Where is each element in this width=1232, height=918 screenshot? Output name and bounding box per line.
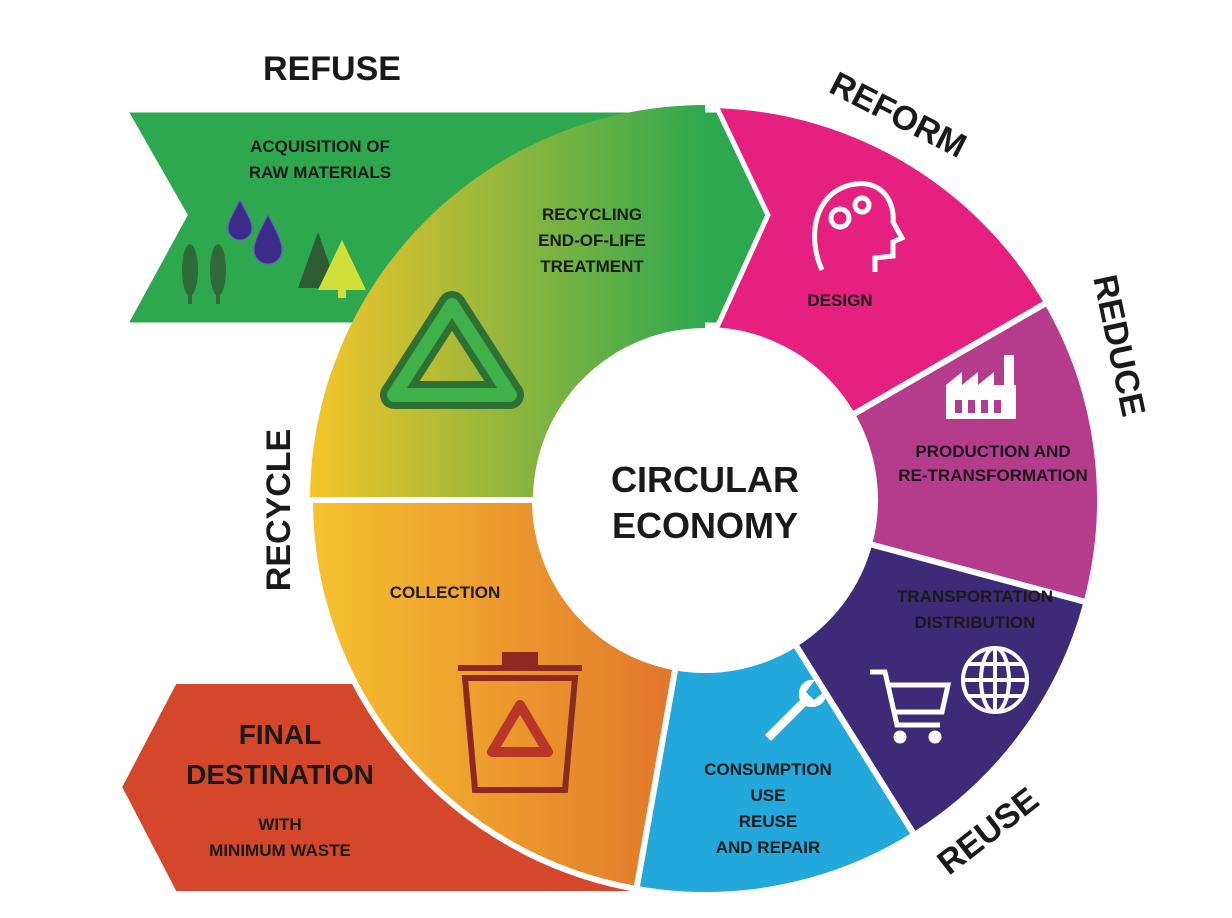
- transport-line1: TRANSPORTATION: [897, 587, 1053, 606]
- wheat-icon: [182, 244, 226, 304]
- consumption-line3: REUSE: [739, 812, 798, 831]
- production-line1: PRODUCTION AND: [915, 442, 1070, 461]
- recycle-icon: [380, 291, 524, 409]
- recycling-line1: RECYCLING: [542, 205, 642, 224]
- final-line3: WITH: [258, 815, 301, 834]
- collection-label: COLLECTION: [390, 583, 501, 602]
- water-drop-icon: [227, 198, 283, 265]
- label-reduce: REDUCE: [1085, 272, 1152, 420]
- recycle-bin-icon: [458, 652, 582, 793]
- production-line2: RE-TRANSFORMATION: [898, 466, 1088, 485]
- consumption-line2: USE: [751, 786, 786, 805]
- raw-materials-line1: ACQUISITION OF: [250, 137, 390, 156]
- globe-icon: [961, 646, 1029, 714]
- center-title-line1: CIRCULAR: [611, 459, 799, 500]
- head-gears-icon: [812, 181, 906, 272]
- final-line1: FINAL: [239, 719, 321, 750]
- label-refuse: REFUSE: [263, 50, 401, 88]
- factory-icon: [946, 355, 1016, 419]
- recycling-line3: TREATMENT: [540, 257, 644, 276]
- transport-line2: DISTRIBUTION: [915, 613, 1036, 632]
- center-circle: [533, 328, 877, 672]
- final-line4: MINIMUM WASTE: [209, 841, 351, 860]
- raw-materials-line2: RAW MATERIALS: [249, 163, 391, 182]
- wrench-icon: [765, 679, 827, 741]
- shopping-cart-icon: [870, 669, 952, 744]
- recycling-line2: END-OF-LIFE: [538, 231, 646, 250]
- tree-icon: [298, 232, 366, 298]
- consumption-line1: CONSUMPTION: [704, 760, 832, 779]
- center-title-line2: ECONOMY: [612, 505, 798, 546]
- consumption-line4: AND REPAIR: [716, 838, 821, 857]
- label-recycle: RECYCLE: [260, 429, 298, 591]
- design-label: DESIGN: [807, 291, 872, 310]
- final-line2: DESTINATION: [186, 759, 374, 790]
